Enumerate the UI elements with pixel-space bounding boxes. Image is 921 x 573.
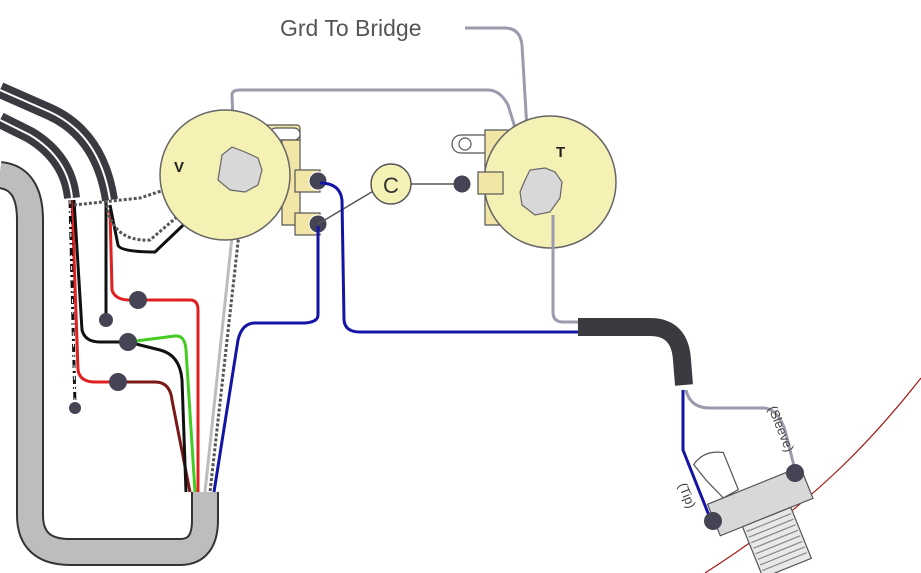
sleeve-label: (Sleeve) bbox=[765, 404, 797, 455]
tone-pot: T bbox=[451, 115, 617, 249]
volume-shaft bbox=[217, 146, 263, 193]
pickup-selector-wire bbox=[212, 226, 320, 493]
capacitor: C bbox=[317, 163, 455, 225]
ground-bus-wire bbox=[230, 88, 537, 193]
tone-label: T bbox=[556, 144, 565, 161]
jack-tip-solder bbox=[704, 512, 722, 530]
capacitor-label: C bbox=[383, 173, 399, 198]
jack-sleeve-wire bbox=[684, 389, 797, 471]
volume-label: V bbox=[174, 159, 184, 176]
output-jack bbox=[692, 451, 814, 573]
solder-joints bbox=[69, 291, 147, 414]
jack-tip-wire bbox=[681, 390, 712, 519]
jack-sleeve-solder bbox=[786, 464, 804, 482]
tone-shaft bbox=[519, 167, 563, 216]
volume-pot: V bbox=[159, 109, 328, 241]
ground-to-bridge-label: Grd To Bridge bbox=[280, 15, 421, 41]
output-hot-wire bbox=[319, 181, 585, 334]
output-cable bbox=[578, 318, 693, 386]
ground-to-bridge-wire bbox=[465, 26, 532, 181]
body-edge-line bbox=[704, 377, 921, 573]
pickup-lead-shields bbox=[0, 82, 118, 202]
pickup-cavity-route bbox=[0, 161, 219, 566]
